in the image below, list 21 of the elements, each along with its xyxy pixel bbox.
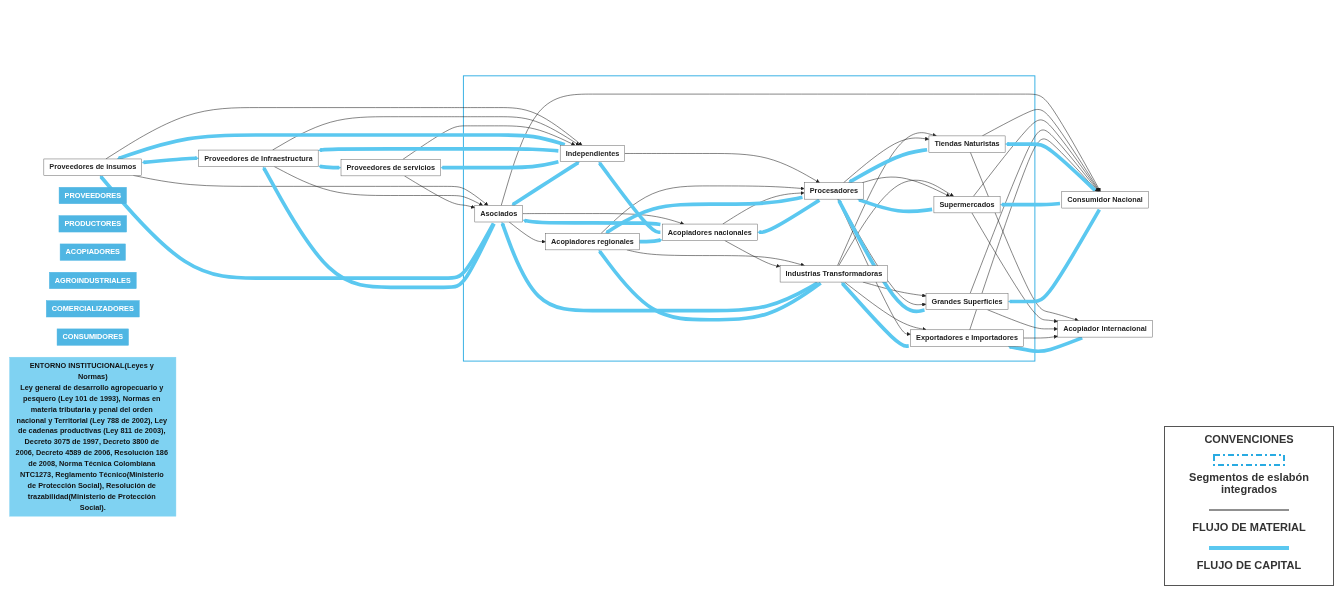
arrow (141, 156, 199, 165)
arrow (857, 198, 933, 214)
arrow (440, 159, 559, 170)
arrow (522, 218, 661, 227)
arrow (318, 164, 342, 170)
legend-text: FLUJO DE MATERIAL (1191, 521, 1307, 533)
arrow (639, 238, 663, 244)
legend-text: Segmentos de eslabón integrados (1188, 471, 1310, 495)
arrow (841, 282, 909, 348)
cluster (462, 75, 1036, 362)
arrow (1005, 142, 1097, 192)
arrow (598, 161, 661, 235)
arrow (318, 147, 559, 153)
arrow (511, 161, 580, 207)
arrow (757, 198, 821, 235)
legend-text: FLUJO DE CAPITAL (1195, 559, 1303, 571)
arrow (1000, 201, 1061, 207)
legend-title: CONVENCIONES (1203, 433, 1295, 445)
arrow (605, 195, 803, 234)
arrow (1008, 208, 1101, 304)
arrow (848, 147, 928, 184)
